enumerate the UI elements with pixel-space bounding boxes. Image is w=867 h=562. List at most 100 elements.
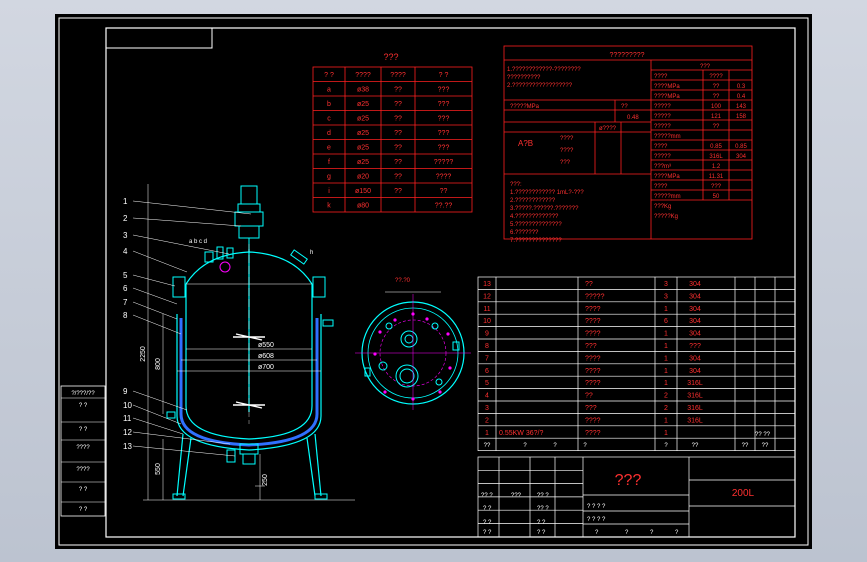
spec-mid-label: ????	[560, 136, 574, 142]
spec-param-value: 304	[736, 154, 747, 160]
spec-note-line: 6.???????	[510, 230, 539, 236]
spec-param-label: ????MPa	[654, 174, 680, 180]
spec-param-label: ?????	[654, 124, 671, 130]
plan-bolt-mark	[425, 317, 429, 321]
nozzle-cell: ??.??	[435, 203, 453, 210]
spec-mid-label: A?B	[518, 139, 533, 148]
spec-param-value: 158	[736, 114, 747, 120]
spec-param-label: ?????Kg	[654, 214, 678, 220]
bom-item-qty: 1	[664, 368, 668, 375]
bom-item-spec: 0.55KW 36?/?	[499, 430, 543, 437]
part-number-label: 5	[123, 271, 128, 280]
left-panel-label: ?/???/??	[71, 391, 95, 397]
spec-param-value: 0.4	[737, 94, 746, 100]
nozzle-cell: ????	[436, 174, 452, 181]
nozzle-cell: g	[327, 174, 331, 181]
bom-item-qty: 1	[664, 380, 668, 387]
spec-param-value: 316L	[709, 154, 723, 160]
bom-item-name: ????	[585, 430, 601, 437]
nozzle-cell: k	[327, 203, 331, 210]
spec-param-value: 100	[711, 104, 722, 110]
nozzle-cell: ???	[438, 130, 450, 137]
bom-header-cell: ?	[664, 443, 668, 449]
title-block-label: ? ?	[537, 530, 546, 536]
spec-requirement-line: 1.????????????-????????	[507, 67, 581, 73]
nozzle-header-cell: ? ?	[324, 72, 334, 79]
title-block-label: ? ?	[537, 520, 546, 526]
volume-label: 200L	[732, 488, 755, 499]
bom-item-no: 6	[485, 368, 489, 375]
bom-item-name: ?????	[585, 293, 605, 300]
vessel-plan-view	[355, 291, 471, 410]
bom-item-no: 3	[485, 405, 489, 412]
spec-note-line: 2.????????????	[510, 198, 556, 204]
part-number-label: 1	[123, 197, 128, 206]
left-panel-label: ????	[76, 445, 90, 451]
nozzle-cell: ø25	[357, 130, 369, 137]
bom-item-qty: 1	[664, 355, 668, 362]
title-block: ??? 200L ?? ?????? ?? ??? ?? ?? ?? ? ? ?…	[477, 456, 796, 538]
bom-item-name: ????	[585, 417, 601, 424]
spec-mid-label: ????	[560, 148, 574, 154]
plan-bolt-mark	[378, 330, 382, 334]
spec-param-value: ??	[713, 124, 720, 130]
bom-header-cell: ?	[583, 443, 587, 449]
bom-item-qty: 3	[664, 293, 668, 300]
spec-param-value: ??	[713, 84, 720, 90]
title-block-label: ?	[675, 530, 679, 536]
cad-drawing: ?/???/??? ?? ?????????? ?? ? ??? ? ?????…	[58, 17, 809, 546]
nozzle-table-title: ???	[383, 52, 398, 62]
part-number-label: 6	[123, 284, 128, 293]
part-number-label: 8	[123, 311, 128, 320]
bom-item-no: 2	[485, 417, 489, 424]
bom-item-qty: 3	[664, 281, 668, 288]
spec-param-label: ????MPa	[654, 84, 680, 90]
nozzle-cell: c	[327, 116, 331, 123]
bom-header-cell: ??	[762, 443, 769, 449]
bom-item-name: ????	[585, 368, 601, 375]
bom-item-name: ???	[585, 343, 597, 350]
dim-vertical: 550	[155, 463, 162, 475]
bom-header-cell: ??	[484, 443, 491, 449]
bom-item-qty: 1	[664, 430, 668, 437]
spec-note-line: 7.??????????????	[510, 238, 562, 244]
dim-vertical: 250	[262, 474, 269, 486]
nozzle-cell: ??	[394, 116, 402, 123]
left-panel-label: ? ?	[79, 427, 88, 433]
nozzle-h-label: h	[310, 250, 313, 256]
motor-flange	[237, 203, 261, 213]
spec-param-label: ?????	[654, 154, 671, 160]
title-block-label: ?	[650, 530, 654, 536]
bom-item-no: 4	[485, 393, 489, 400]
drawing-canvas[interactable]: ?/???/??? ?? ?????????? ?? ? ??? ? ?????…	[55, 14, 812, 549]
bom-header-cell: ?	[523, 443, 527, 449]
spec-mid-label: ø????	[599, 126, 617, 132]
bom-item-material: 316L	[687, 405, 703, 412]
spec-right-head: ???	[700, 64, 711, 70]
drawing-name: ???	[615, 472, 642, 489]
spec-param-value: ??	[713, 94, 720, 100]
spec-param-label: ?????mm	[654, 134, 681, 140]
agitator-support	[238, 225, 260, 239]
nozzle-cell: ø25	[357, 145, 369, 152]
title-block-label: ? ?	[483, 530, 492, 536]
bom-item-no: 13	[483, 281, 491, 288]
title-block-label: ?? ?	[481, 493, 493, 499]
vessel-elevation	[132, 184, 355, 501]
plan-bolt-mark	[383, 390, 387, 394]
nozzle-cell: ø25	[357, 159, 369, 166]
nozzle-cell: ø38	[357, 87, 369, 94]
bom-item-material: 316L	[687, 393, 703, 400]
part-number-label: 10	[123, 401, 132, 410]
spec-param-label: ????	[654, 144, 668, 150]
nozzle-header-cell: ????	[390, 72, 406, 79]
nozzle-cell: ???	[438, 145, 450, 152]
spec-param-label: ???Kg	[654, 204, 671, 210]
bom-item-qty: 2	[664, 393, 668, 400]
bom-item-qty: 1	[664, 306, 668, 313]
plan-bolt-mark	[373, 352, 377, 356]
bom-item-name: ????	[585, 306, 601, 313]
nozzle-cell: e	[327, 145, 331, 152]
nozzle-cell: ??	[394, 188, 402, 195]
bom-item-name: ????	[585, 355, 601, 362]
